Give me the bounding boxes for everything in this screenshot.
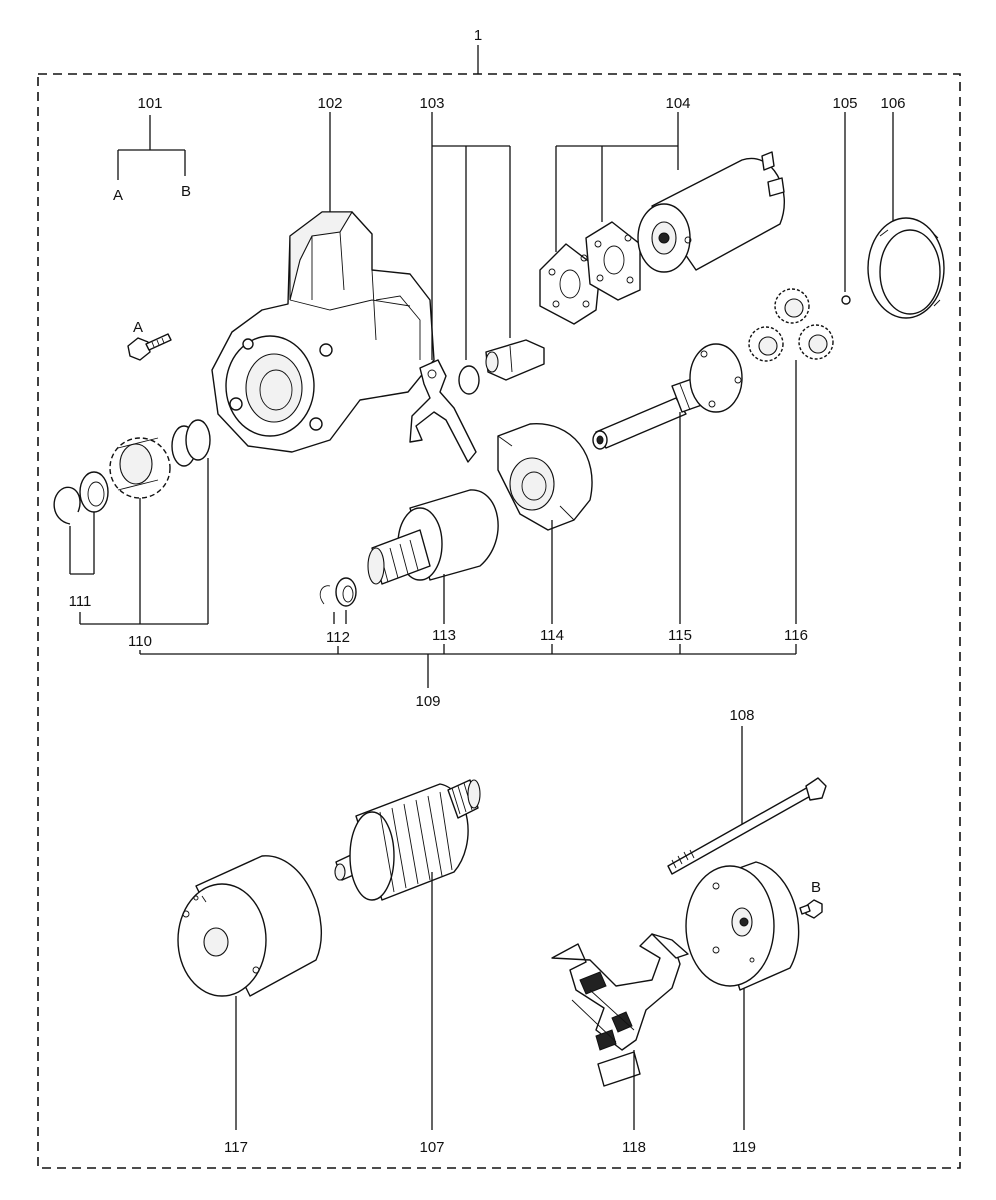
label-107: 107 xyxy=(419,1139,444,1156)
label-118: 118 xyxy=(622,1139,646,1156)
part-102-drive-housing xyxy=(211,211,435,453)
part-115-shaft xyxy=(592,343,743,450)
label-108: 108 xyxy=(729,707,754,724)
label-101-a: A xyxy=(113,187,123,204)
label-104: 104 xyxy=(665,95,690,112)
part-113-clutch xyxy=(367,489,499,585)
part-108-through-bolt xyxy=(667,777,827,875)
part-107-armature xyxy=(334,779,481,901)
part-104-solenoid xyxy=(637,151,785,273)
part-103-shift-lever xyxy=(409,359,477,463)
label-119: 119 xyxy=(732,1139,756,1156)
label-103: 103 xyxy=(419,95,444,112)
label-109: 109 xyxy=(415,693,440,710)
label-112: 112 xyxy=(326,629,350,646)
part-103-plunger xyxy=(485,339,545,381)
part-103-washer xyxy=(458,365,480,395)
part-109-bracket xyxy=(139,644,797,688)
label-106: 106 xyxy=(880,95,905,112)
label-105: 105 xyxy=(832,95,857,112)
label-screw-a: A xyxy=(133,319,143,336)
part-118-brush-holder xyxy=(551,933,689,1087)
label-101: 101 xyxy=(137,95,162,112)
part-101-bracket xyxy=(117,115,186,180)
part-114-gear-housing xyxy=(497,423,593,531)
label-115: 115 xyxy=(668,627,692,644)
part-111-collar xyxy=(79,471,109,513)
part-117-yoke xyxy=(177,855,322,997)
part-103-bracket xyxy=(431,112,511,360)
part-screw-a xyxy=(127,333,172,361)
part-112-stop-ring xyxy=(319,577,357,607)
label-1: 1 xyxy=(474,27,482,44)
part-116-gear-2 xyxy=(748,326,784,362)
label-110: 110 xyxy=(128,633,152,650)
label-screw-b: B xyxy=(811,879,821,896)
assembly-boundary xyxy=(37,73,961,1169)
label-101-b: B xyxy=(181,183,191,200)
label-117: 117 xyxy=(224,1139,248,1156)
part-111-snap-ring xyxy=(53,486,81,525)
part-104-gasket-1 xyxy=(539,243,601,325)
part-screw-b xyxy=(799,899,823,919)
label-111: 111 xyxy=(69,593,92,610)
part-116-gear-1 xyxy=(774,288,810,324)
part-110-bracket xyxy=(79,458,209,625)
part-110-spring-rings xyxy=(171,419,211,467)
part-105-steel-ball xyxy=(841,295,851,305)
part-110-pinion-gear xyxy=(109,437,171,499)
part-111-bracket xyxy=(69,512,95,575)
part-116-gear-3 xyxy=(798,324,834,360)
part-104-gasket-2 xyxy=(585,221,641,301)
part-106-packing-ring xyxy=(867,217,945,319)
part-104-bracket xyxy=(555,112,679,252)
part-119-rear-cover xyxy=(685,861,800,991)
part-112-bracket xyxy=(333,610,347,624)
label-102: 102 xyxy=(317,95,342,112)
label-116: 116 xyxy=(784,627,808,644)
label-113: 113 xyxy=(432,627,456,644)
label-114: 114 xyxy=(540,627,564,644)
